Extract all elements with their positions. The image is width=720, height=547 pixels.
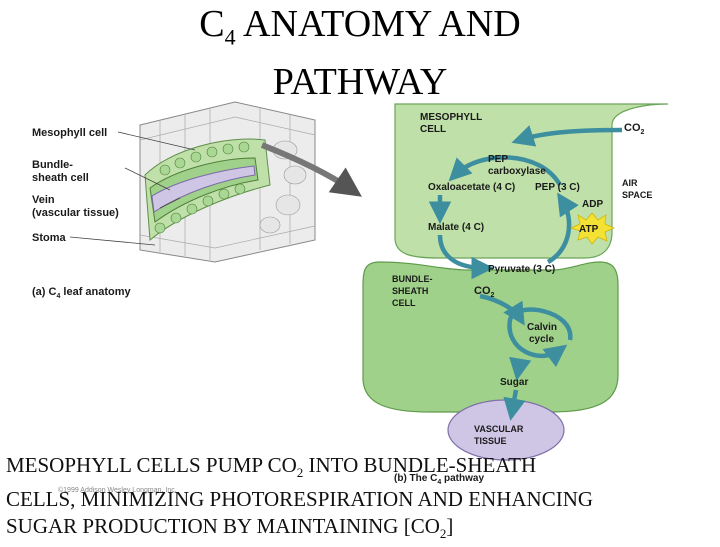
title-line2: PATHWAY [272, 60, 448, 103]
zoom-arrow [260, 142, 362, 197]
label-mesophyll-cell: Mesophyll cell [32, 127, 107, 139]
label-oxaloacetate: Oxaloacetate (4 C) [428, 182, 515, 193]
label-sugar: Sugar [500, 377, 528, 388]
label-pyruvate: Pyruvate (3 C) [488, 264, 555, 275]
label-mesophyll-2: CELL [420, 124, 446, 135]
label-bundle-2: SHEATH [392, 286, 428, 296]
label-stoma: Stoma [32, 232, 67, 244]
label-calvin-1: Calvin [527, 322, 557, 333]
label-bundle-1: BUNDLE- [392, 274, 433, 284]
label-adp: ADP [582, 199, 603, 210]
label-malate: Malate (4 C) [428, 222, 484, 233]
label-calvin-2: cycle [529, 334, 554, 345]
arrow-sugar-to-vascular [503, 389, 526, 421]
label-vascular-1: VASCULAR [474, 424, 524, 434]
label-pathway-caption: (b) The C4 pathway [394, 473, 484, 486]
label-atp: ATP [579, 224, 599, 235]
caption-line3: SUGAR PRODUCTION BY MAINTAINING [CO2] [6, 514, 454, 542]
copyright-text: ©1999 Addison Wesley Longman, Inc. [58, 486, 177, 494]
pathway-arrows [428, 125, 623, 421]
bundle-sheath-cell-shape [362, 261, 619, 413]
label-bundle-sheath-1: Bundle- [32, 159, 73, 171]
arrow-pep-cycle [448, 155, 562, 187]
label-vascular-2: TISSUE [474, 436, 507, 446]
arrow-malate-to-pyruvate [437, 234, 494, 280]
arrow-calvin-cycle [507, 307, 573, 368]
title-line1: C4 ANATOMY AND [199, 3, 521, 50]
label-co2-in: CO2 [624, 122, 645, 136]
arrow-pyruvate-to-pep [546, 192, 579, 264]
arrow-co2-in [511, 125, 623, 147]
mesophyll-cells [154, 141, 250, 234]
label-mesophyll-1: MESOPHYLL [420, 112, 482, 123]
label-pep: PEP (3 C) [535, 182, 580, 193]
label-air-space-2: SPACE [622, 190, 652, 200]
slide-caption: MESOPHYLL CELLS PUMP CO2 INTO BUNDLE-SHE… [6, 452, 716, 547]
label-air-space-1: AIR [622, 178, 638, 188]
atp-burst [569, 212, 615, 245]
c4-pathway: MESOPHYLL CELL CO2 PEP carboxylase Oxalo… [362, 103, 669, 486]
caption-line2: CELLS, MINIMIZING PHOTORESPIRATION AND E… [6, 487, 594, 512]
label-co2-out: CO2 [474, 285, 495, 299]
label-pep-carboxylase-1: PEP [488, 154, 508, 165]
caption-line1: MESOPHYLL CELLS PUMP CO2 INTO BUNDLE-SHE… [6, 453, 537, 481]
label-leaf-anatomy-caption: (a) C4 leaf anatomy [32, 286, 132, 300]
label-bundle-3: CELL [392, 298, 416, 308]
arrow-calvin-to-sugar [509, 356, 532, 381]
label-vein-2: (vascular tissue) [32, 207, 119, 219]
label-bundle-sheath-2: sheath cell [32, 172, 89, 184]
label-pep-carboxylase-2: carboxylase [488, 166, 546, 177]
label-vein-1: Vein [32, 194, 55, 206]
page-title: C4 ANATOMY AND PATHWAY [160, 2, 560, 104]
arrow-co2-to-calvin [479, 293, 525, 326]
leaf-anatomy: Mesophyll cell Bundle- sheath cell Vein … [32, 101, 362, 494]
anatomy-leader-lines [69, 131, 196, 246]
